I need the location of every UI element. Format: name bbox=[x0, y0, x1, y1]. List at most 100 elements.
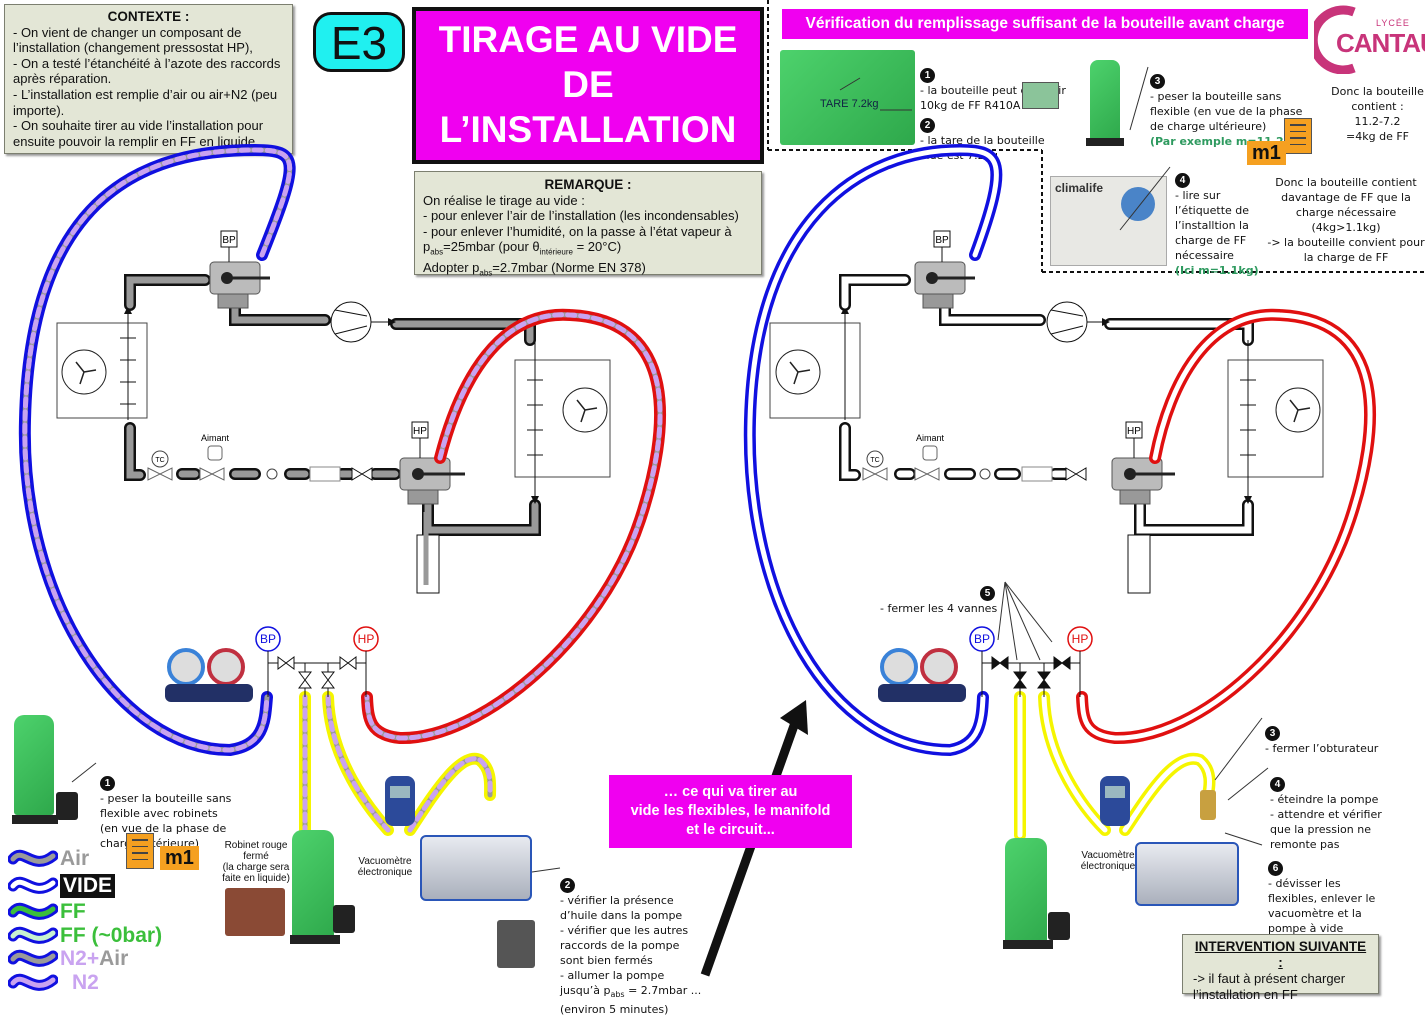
left-hoses bbox=[18, 143, 667, 841]
svg-text:HP: HP bbox=[358, 632, 375, 646]
filter-drier bbox=[309, 466, 341, 482]
vacuometer-icon bbox=[385, 776, 415, 826]
remark-line: - pour enlever l’air de l’installation (… bbox=[423, 208, 739, 223]
left-circuit: BP HP TC Aimant bbox=[56, 230, 611, 594]
solenoid-valve bbox=[207, 445, 223, 461]
next-title: INTERVENTION SUIVANTE : bbox=[1194, 939, 1367, 970]
hand-valve bbox=[1065, 467, 1087, 481]
vacuometer-caption: Vacuomètre électronique bbox=[357, 856, 413, 878]
cylinder-label-photo bbox=[1022, 82, 1059, 109]
context-box: CONTEXTE : - On vient de changer un comp… bbox=[4, 4, 293, 154]
svg-text:TC: TC bbox=[155, 457, 164, 464]
legend-item-n2-air: N2+ Air bbox=[8, 947, 128, 971]
legend-item-n2: N2 bbox=[8, 971, 99, 995]
vacuum-pump-photo bbox=[1135, 842, 1239, 906]
oil-sight-photo bbox=[497, 920, 535, 968]
svg-text:TC: TC bbox=[870, 457, 879, 464]
manifold-valve bbox=[339, 656, 357, 670]
vacuometer-icon bbox=[1100, 776, 1130, 826]
scale-base bbox=[1086, 138, 1124, 146]
cylinder-photo bbox=[1005, 838, 1047, 948]
filter-drier bbox=[1021, 466, 1053, 482]
remark-line: - pour enlever l’humidité, on la passe à… bbox=[423, 223, 732, 239]
svg-text:BP: BP bbox=[974, 632, 990, 646]
right-circuit: BP HP TC Aimant bbox=[769, 230, 1324, 594]
red-valve-photo bbox=[225, 888, 285, 936]
left-manifold: BP HP bbox=[255, 626, 379, 697]
svg-text:BP: BP bbox=[935, 235, 949, 246]
m1-tag: m1 bbox=[160, 846, 199, 870]
verif-step-3: 3- peser la bouteille sans flexible (en … bbox=[1150, 74, 1304, 148]
right-step-6: 6- dévisser les flexibles, enlever le va… bbox=[1268, 861, 1376, 935]
sight-glass bbox=[979, 468, 991, 480]
manifold-valve-closed bbox=[1037, 671, 1051, 689]
cylinder-on-scale-photo bbox=[1090, 60, 1120, 142]
verification-banner: Vérification du remplissage suffisant de… bbox=[782, 9, 1308, 39]
notepad-icon bbox=[126, 833, 154, 869]
scale-display bbox=[56, 792, 78, 820]
vacuum-pump-photo bbox=[420, 835, 532, 901]
remark-line: pabs=25mbar (pour θintérieure = 20°C) bbox=[423, 239, 622, 257]
hand-valve bbox=[351, 467, 373, 481]
manifold-valve-closed bbox=[1053, 656, 1071, 670]
cylinder-photo bbox=[14, 715, 54, 815]
legend-item-ff: FF bbox=[8, 900, 86, 924]
svg-text:HP: HP bbox=[1072, 632, 1089, 646]
logo-name: CANTAU bbox=[1336, 28, 1425, 58]
remark-line: Adopter pabs=2.7mbar (Norme EN 378) bbox=[423, 260, 646, 278]
page-title: TIRAGE AU VIDE DE L’INSTALLATION bbox=[412, 7, 764, 164]
context-body: - On vient de changer un composant de l’… bbox=[13, 24, 281, 149]
scale-display bbox=[1048, 912, 1070, 940]
svg-text:Aimant: Aimant bbox=[916, 433, 945, 443]
bp-pressure-label: BP bbox=[222, 235, 236, 246]
hp-pressure-label: HP bbox=[413, 426, 427, 437]
context-title: CONTEXTE : bbox=[107, 9, 190, 24]
magnet-label: Aimant bbox=[201, 433, 230, 443]
logo-c-icon bbox=[1308, 5, 1356, 75]
red-valve-caption: Robinet rouge fermé (la charge sera fait… bbox=[222, 840, 290, 884]
remark-box: REMARQUE : On réalise le tirage au vide … bbox=[414, 171, 762, 278]
sight-glass bbox=[266, 468, 278, 480]
verif-conclusion-1: Donc la bouteille contient : 11.2-7.2 =4… bbox=[1331, 85, 1424, 143]
right-step-4: 4- éteindre la pompe - attendre et vérif… bbox=[1270, 777, 1382, 851]
verif-step-4: 4- lire sur l’étiquette de l’installtion… bbox=[1175, 173, 1259, 277]
right-hoses bbox=[743, 143, 1377, 841]
logo-school: LYCÉE bbox=[1376, 18, 1410, 28]
vacuum-effect-note: … ce qui va tirer au vide les flexibles,… bbox=[609, 775, 852, 848]
installation-label-photo: climalife bbox=[1050, 176, 1167, 266]
cylinder-photo bbox=[292, 830, 334, 940]
compressor-icon bbox=[330, 301, 372, 343]
manifold-valve-closed bbox=[991, 656, 1009, 670]
m1-tag: m1 bbox=[1247, 141, 1286, 165]
legend-item-air: Air bbox=[8, 847, 89, 871]
compressor-icon bbox=[1046, 301, 1088, 343]
vacuometer-caption: Vacuomètre électronique bbox=[1080, 850, 1136, 872]
left-step-1: 1- peser la bouteille sans flexible avec… bbox=[100, 776, 232, 850]
left-step-2: 2- vérifier la présence d’huile dans la … bbox=[560, 878, 702, 1017]
next-body: -> il faut à présent charger l’installat… bbox=[1193, 971, 1346, 1002]
school-logo: LYCÉE CANTAU bbox=[1308, 4, 1425, 75]
manifold-photo bbox=[878, 648, 968, 706]
next-intervention-box: INTERVENTION SUIVANTE : -> il faut à pré… bbox=[1182, 934, 1379, 1002]
shutoff-valve-icon bbox=[1200, 790, 1216, 820]
scale-base bbox=[12, 815, 58, 824]
legend-item-vide: VIDE bbox=[8, 874, 116, 898]
remark-title: REMARQUE : bbox=[544, 177, 632, 192]
right-manifold: BP HP bbox=[969, 581, 1093, 697]
manifold-valve bbox=[277, 656, 295, 670]
right-step-3: 3- fermer l’obturateur bbox=[1265, 726, 1379, 755]
verif-conclusion-2: Donc la bouteille contient davantage de … bbox=[1267, 176, 1425, 264]
remark-line: On réalise le tirage au vide : bbox=[423, 192, 585, 208]
cylinder-tare-photo: TARE 7.2kg bbox=[780, 50, 915, 145]
manifold-valve bbox=[298, 671, 312, 689]
manifold-valve-closed bbox=[1013, 671, 1027, 689]
tc-expansion-valve bbox=[151, 450, 169, 468]
manifold-photo bbox=[165, 648, 255, 706]
tc-expansion-valve bbox=[866, 450, 884, 468]
scale-base bbox=[1003, 940, 1053, 949]
svg-text:HP: HP bbox=[1127, 426, 1141, 437]
exercise-badge: E3 bbox=[313, 12, 405, 72]
right-step-5: 5- fermer les 4 vannes bbox=[880, 586, 998, 615]
